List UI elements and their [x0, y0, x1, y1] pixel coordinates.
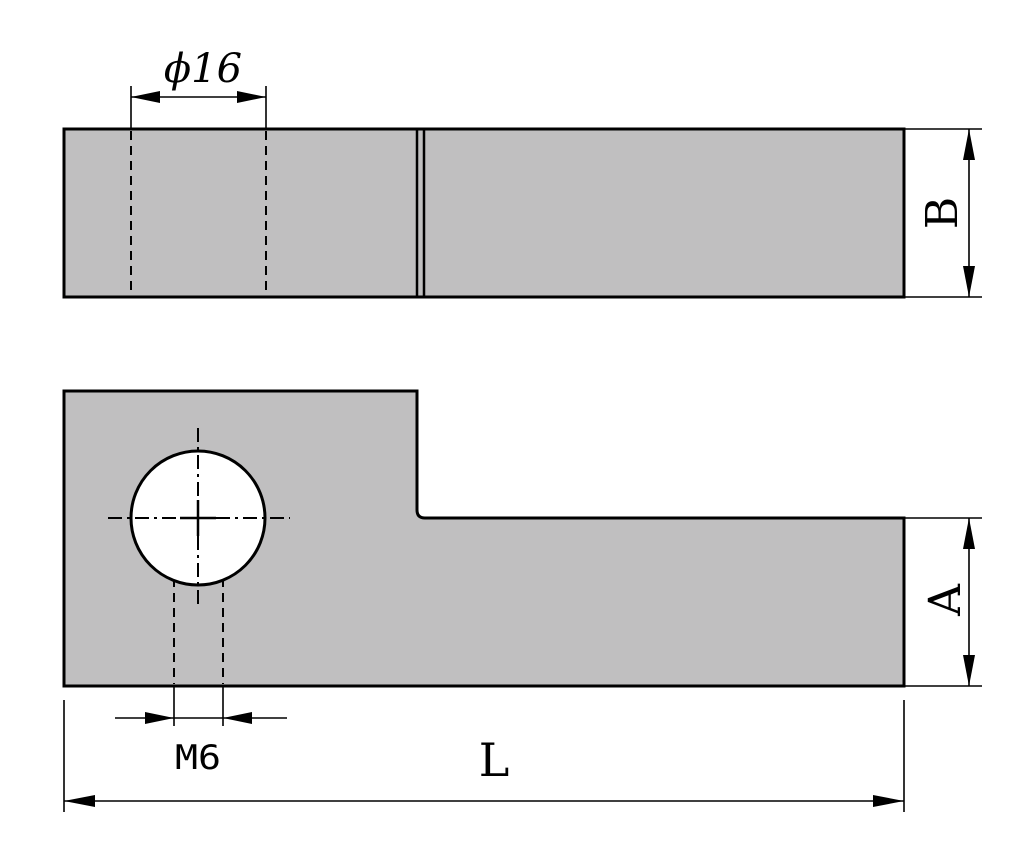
width-dimension: B [904, 128, 982, 298]
width-arrow-bottom [963, 266, 975, 297]
length-arrow-left [64, 795, 95, 807]
bore-dimension: ϕ16 [130, 46, 267, 129]
front-view [62, 389, 906, 688]
front-view-body [62, 389, 906, 688]
width-arrow-top [963, 129, 975, 160]
height-arrow-bottom [963, 655, 975, 686]
thread-dimension: M6 [115, 686, 287, 778]
width-dimension-label: B [917, 197, 968, 229]
thread-dimension-label: M6 [175, 738, 221, 778]
length-dimension-label: L [479, 733, 510, 787]
bore-arrow-left [131, 91, 160, 103]
height-arrow-top [963, 518, 975, 549]
thread-arrow-right [223, 712, 252, 724]
height-dimension: A [904, 517, 982, 687]
top-view [62, 127, 906, 299]
thread-arrow-left [145, 712, 174, 724]
top-view-body [62, 127, 906, 299]
length-dimension: L [63, 700, 905, 812]
length-arrow-right [873, 795, 904, 807]
bore-dimension-label: ϕ16 [164, 46, 242, 92]
bore-arrow-right [237, 91, 266, 103]
height-dimension-label: A [920, 583, 971, 617]
